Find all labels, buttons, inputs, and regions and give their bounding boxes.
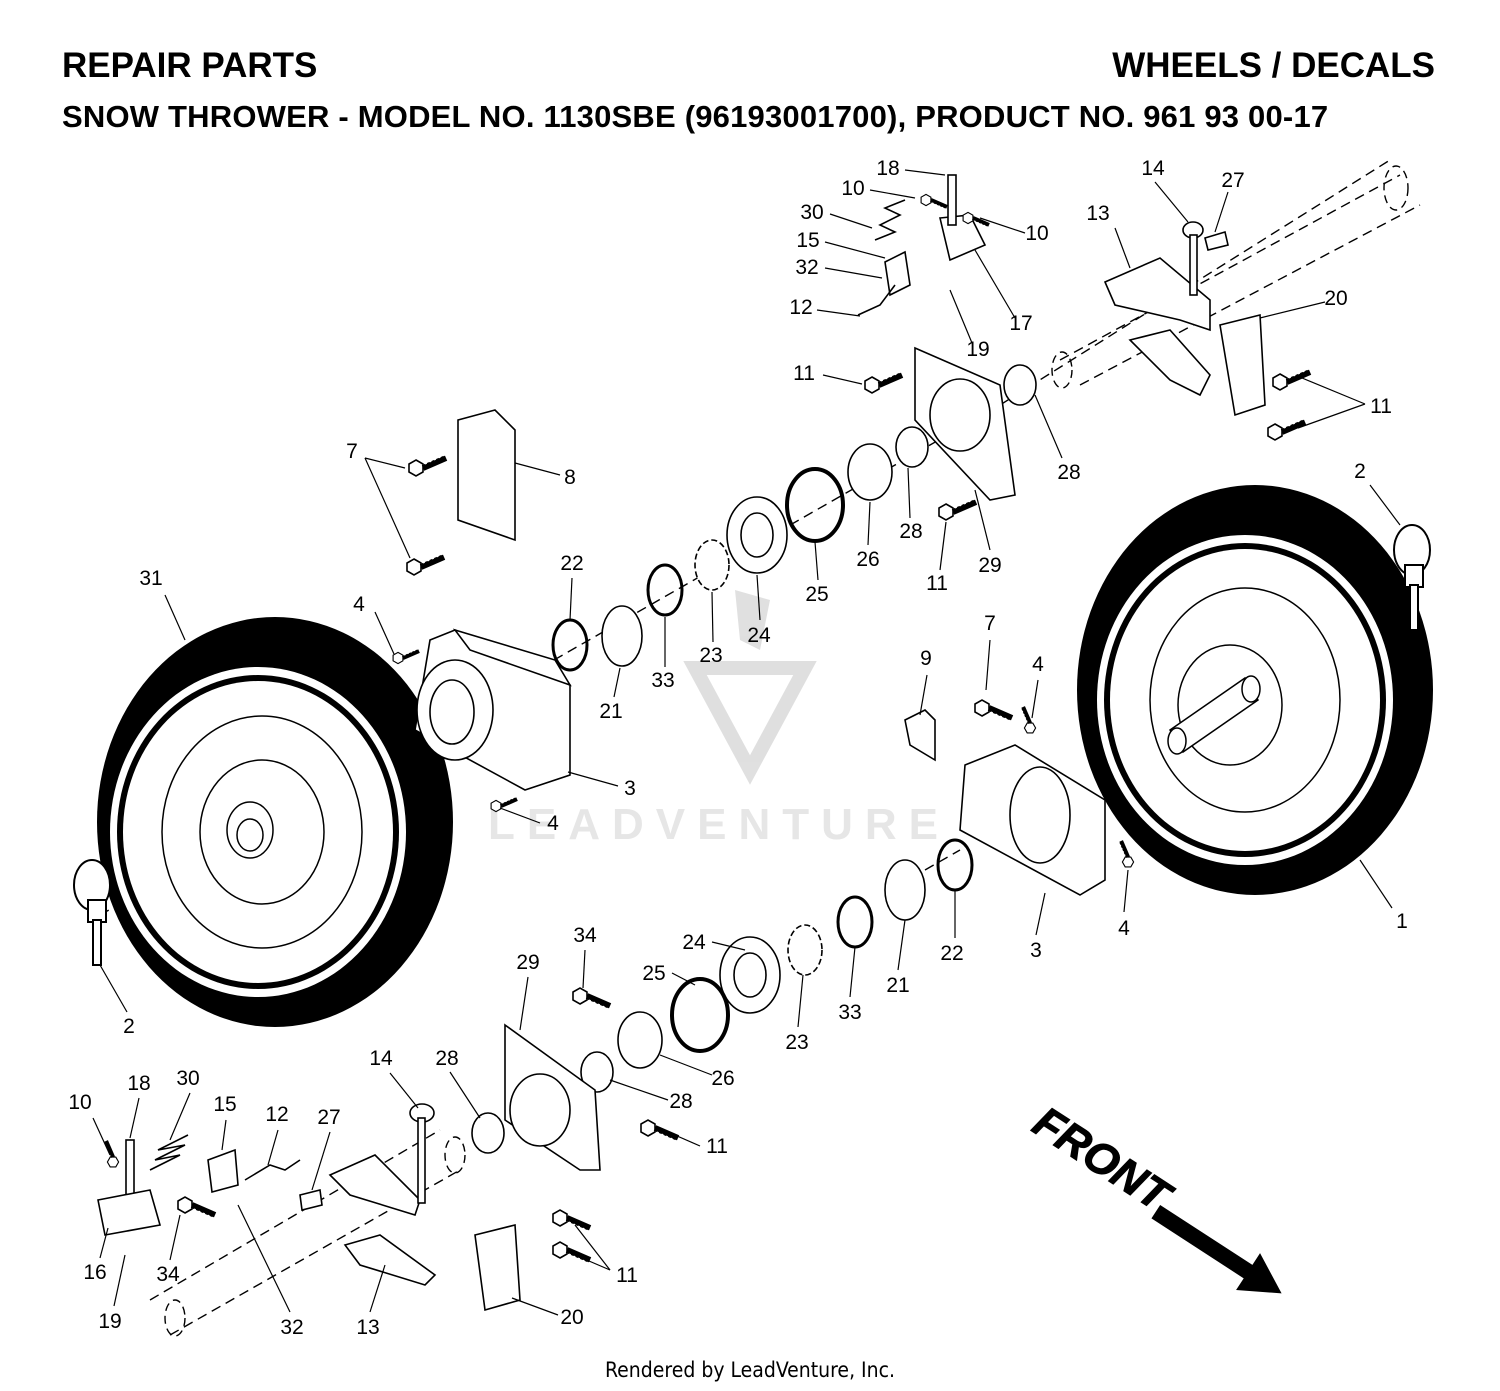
callout-11: 11 [793, 362, 815, 385]
subtitle-suffix: (96193001700), PRODUCT NO. 961 93 00-17 [675, 99, 1329, 134]
callout-20: 20 [560, 1306, 583, 1329]
lock-pin-right [1393, 524, 1431, 631]
callout-21: 21 [886, 974, 909, 997]
callout-18: 18 [127, 1072, 150, 1095]
callout-34: 34 [156, 1263, 180, 1286]
callout-11: 11 [616, 1264, 638, 1287]
callout-28: 28 [1057, 461, 1080, 484]
callout-1: 1 [1396, 910, 1408, 933]
callout-14: 14 [369, 1047, 393, 1070]
right-gear-housing [959, 744, 1106, 896]
callout-11: 11 [706, 1135, 728, 1158]
callout-7: 7 [984, 612, 996, 635]
callout-30: 30 [176, 1067, 199, 1090]
callout-4: 4 [547, 812, 559, 835]
model-number: 1130SBE [543, 99, 676, 134]
page-title: REPAIR PARTS [62, 46, 318, 85]
callout-10: 10 [1025, 222, 1048, 245]
callout-3: 3 [1030, 939, 1042, 962]
left-gear-housing [414, 628, 572, 791]
callout-29: 29 [978, 554, 1001, 577]
lock-pin-left [73, 859, 111, 966]
section-title: WHEELS / DECALS [1112, 46, 1435, 85]
callout-28: 28 [435, 1047, 458, 1070]
callout-19: 19 [98, 1310, 121, 1333]
callout-26: 26 [711, 1067, 734, 1090]
callout-27: 27 [317, 1106, 340, 1129]
callout-25: 25 [805, 583, 828, 606]
callout-14: 14 [1141, 157, 1165, 180]
callout-2: 2 [1354, 460, 1366, 483]
leader-lines [92, 169, 1401, 1316]
callout-13: 13 [1086, 202, 1109, 225]
callout-numbers: 1810301015321217191427132011112828291126… [68, 157, 1408, 1339]
callout-9: 9 [920, 647, 932, 670]
callout-12: 12 [265, 1103, 288, 1126]
callout-33: 33 [651, 669, 674, 692]
callout-8: 8 [564, 466, 576, 489]
upper-bearing-chain [551, 346, 1037, 672]
callout-26: 26 [856, 548, 879, 571]
callout-15: 15 [796, 229, 819, 252]
callout-28: 28 [669, 1090, 692, 1113]
bracket-9 [904, 709, 936, 762]
right-wheel [1077, 485, 1433, 895]
axle-end-lower [164, 1299, 186, 1337]
callout-2: 2 [123, 1015, 135, 1038]
callout-7: 7 [346, 440, 358, 463]
callout-23: 23 [699, 644, 722, 667]
callout-34: 34 [573, 924, 597, 947]
footer-credit: Rendered by LeadVenture, Inc. [605, 1358, 895, 1382]
upper-linkage [857, 174, 1266, 417]
callout-27: 27 [1221, 169, 1244, 192]
axle-end-upper [1383, 165, 1409, 211]
callout-15: 15 [213, 1093, 236, 1116]
callout-4: 4 [1032, 653, 1044, 676]
callout-10: 10 [68, 1091, 91, 1114]
bracket-8 [457, 409, 516, 542]
front-direction-arrow: FRONT [1024, 1097, 1282, 1294]
callout-33: 33 [838, 1001, 861, 1024]
callout-32: 32 [280, 1316, 303, 1339]
callout-3: 3 [624, 777, 636, 800]
callout-4: 4 [1118, 917, 1130, 940]
callout-24: 24 [747, 624, 771, 647]
callout-12: 12 [789, 296, 812, 319]
subtitle-prefix: SNOW THROWER - MODEL NO. [62, 99, 544, 134]
callout-24: 24 [682, 931, 706, 954]
callout-10: 10 [841, 177, 864, 200]
callout-20: 20 [1324, 287, 1347, 310]
lower-linkage [97, 1103, 521, 1312]
callout-29: 29 [516, 951, 539, 974]
callout-25: 25 [642, 962, 665, 985]
lower-bearing-chain [471, 838, 974, 1171]
callout-11: 11 [926, 572, 948, 595]
callout-23: 23 [785, 1031, 808, 1054]
left-wheel [97, 617, 453, 1027]
model-subtitle: SNOW THROWER - MODEL NO. 1130SBE (961930… [62, 97, 1328, 137]
callout-32: 32 [795, 256, 818, 279]
callout-22: 22 [940, 942, 963, 965]
callout-17: 17 [1009, 312, 1032, 335]
callout-31: 31 [139, 567, 162, 590]
callout-13: 13 [356, 1316, 379, 1339]
callout-4: 4 [353, 593, 365, 616]
front-label: FRONT [1025, 1097, 1181, 1222]
watermark-logo [683, 590, 817, 785]
callout-30: 30 [800, 201, 823, 224]
watermark-text: LEADVENTURE [488, 800, 951, 849]
callout-18: 18 [876, 157, 899, 180]
callout-28: 28 [899, 520, 922, 543]
callout-21: 21 [599, 700, 622, 723]
callout-22: 22 [560, 552, 583, 575]
callout-16: 16 [83, 1261, 106, 1284]
callout-19: 19 [966, 338, 989, 361]
callout-11: 11 [1370, 395, 1392, 418]
